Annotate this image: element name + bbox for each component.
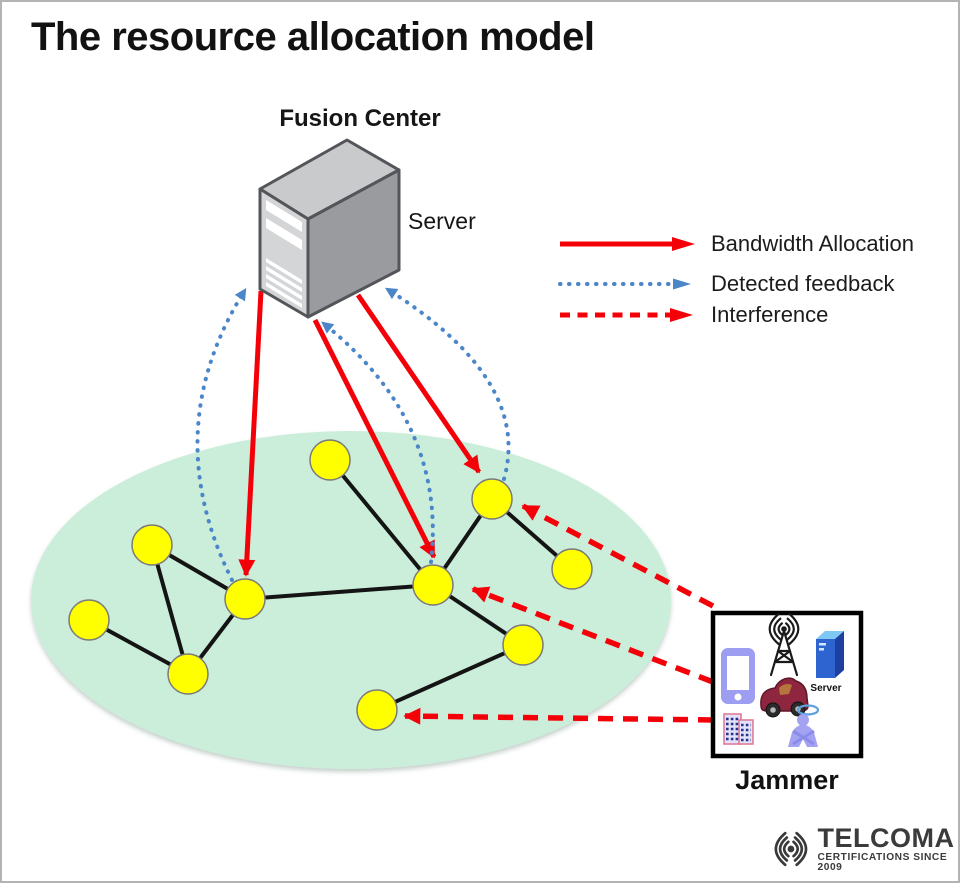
page-title: The resource allocation model bbox=[31, 15, 595, 59]
sensor-node-n5 bbox=[167, 653, 209, 695]
network-edge-n4-n6 bbox=[243, 583, 435, 601]
telcoma-logo: TELCOMA CERTIFICATIONS SINCE 2009 bbox=[764, 822, 958, 874]
fusion-server-icon bbox=[258, 138, 401, 319]
logo-tagline: CERTIFICATIONS SINCE 2009 bbox=[817, 851, 948, 873]
network-edge-n2-n5 bbox=[150, 543, 190, 676]
smartphone-icon bbox=[721, 648, 755, 704]
server-front-slots bbox=[266, 200, 302, 308]
bandwidth-allocation-arrow-2 bbox=[312, 318, 437, 559]
bandwidth-arrow-sample bbox=[560, 237, 695, 251]
sensor-node-n9 bbox=[502, 624, 544, 666]
interference-arrow-sample bbox=[560, 308, 693, 322]
server-icon: Server bbox=[810, 631, 844, 694]
detected-feedback-arrow-2 bbox=[321, 321, 435, 564]
feedback-arrow-sample bbox=[558, 278, 691, 290]
sensor-node-n3 bbox=[68, 599, 110, 641]
jammer-box: Server bbox=[710, 610, 864, 759]
interference-arrow-1 bbox=[521, 503, 715, 609]
interference-arrow-3 bbox=[403, 707, 714, 725]
logo-texts: TELCOMA CERTIFICATIONS SINCE 2009 bbox=[817, 822, 958, 873]
legend-row-interference: Interference bbox=[558, 301, 958, 329]
network-arrows bbox=[195, 287, 715, 725]
interference-arrow-2 bbox=[471, 586, 714, 685]
detected-feedback-arrow-1 bbox=[195, 287, 247, 582]
sensor-node-n7 bbox=[471, 478, 513, 520]
legend-row-bandwidth: Bandwidth Allocation bbox=[558, 230, 958, 258]
building-icon bbox=[723, 713, 754, 745]
sensor-node-n1 bbox=[309, 439, 351, 481]
logo-name: TELCOMA bbox=[817, 822, 955, 853]
radio-waves-icon bbox=[774, 831, 808, 867]
sensor-node-n8 bbox=[551, 548, 593, 590]
legend: Bandwidth Allocation Detected feedback I… bbox=[558, 230, 958, 329]
network-nodes bbox=[68, 439, 593, 731]
network-edge-n9-n10 bbox=[375, 643, 525, 712]
sensor-node-n10 bbox=[356, 689, 398, 731]
legend-row-feedback: Detected feedback bbox=[558, 270, 958, 298]
jammer-label: Jammer bbox=[735, 765, 839, 795]
detected-feedback-arrow-3 bbox=[384, 287, 511, 481]
fusion-center-label: Fusion Center bbox=[279, 105, 441, 132]
network-edge-n1-n6 bbox=[328, 458, 435, 587]
bandwidth-allocation-arrow-3 bbox=[355, 293, 482, 474]
sensor-node-n4 bbox=[224, 578, 266, 620]
fusion-server-label: Server bbox=[408, 208, 476, 234]
sensor-node-n2 bbox=[131, 524, 173, 566]
jammer-server-label: Server bbox=[810, 683, 841, 694]
legend-label-feedback: Detected feedback bbox=[711, 271, 895, 296]
sensor-node-n6 bbox=[412, 564, 454, 606]
bandwidth-allocation-arrow-1 bbox=[238, 290, 264, 577]
antenna-tower-icon bbox=[768, 612, 800, 677]
person-halo-icon bbox=[788, 704, 820, 747]
legend-label-interference: Interference bbox=[711, 302, 829, 327]
legend-label-bandwidth: Bandwidth Allocation bbox=[711, 231, 915, 256]
